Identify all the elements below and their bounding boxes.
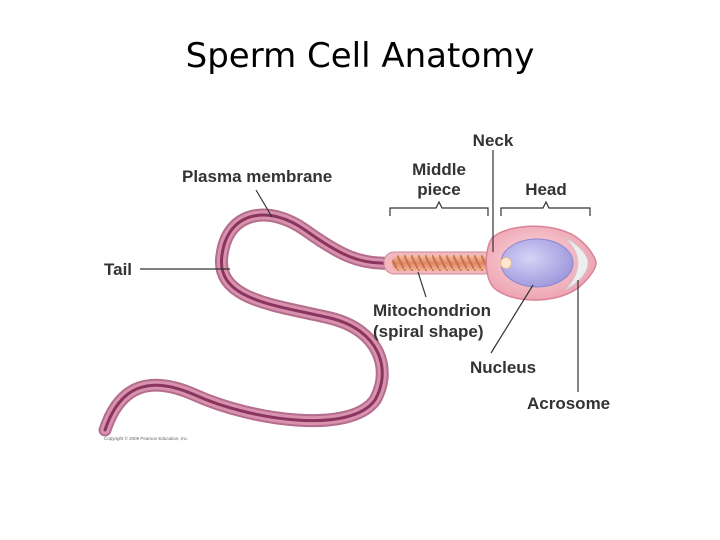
plasma-membrane-leader — [255, 189, 273, 218]
head — [485, 225, 597, 301]
acrosome — [564, 237, 589, 291]
mitochondrion-leader — [417, 271, 427, 298]
label-acrosome: Acrosome — [527, 394, 610, 413]
label-neck: Neck — [473, 131, 514, 150]
label-head: Head — [525, 180, 567, 199]
copyright-text: Copyright © 2009 Pearson Education, Inc. — [104, 435, 188, 441]
middle-piece — [383, 251, 495, 275]
mitochondrion-spiral — [392, 255, 490, 271]
nucleus-leader — [490, 284, 534, 354]
tail-inner — [100, 210, 397, 435]
label-mitochondrion-line1: Mitochondrion — [373, 301, 491, 320]
label-nucleus: Nucleus — [470, 358, 536, 377]
centriole — [500, 257, 512, 269]
tail-axoneme — [103, 213, 394, 432]
tail — [98, 208, 399, 437]
label-middle-piece-line2: piece — [417, 180, 460, 199]
label-tail: Tail — [104, 260, 132, 279]
slide-title: Sperm Cell Anatomy — [185, 36, 535, 76]
head-bracket — [500, 200, 591, 216]
middle-piece-bracket — [389, 200, 489, 216]
label-plasma-membrane: Plasma membrane — [182, 167, 332, 186]
label-mitochondrion-line2: (spiral shape) — [373, 322, 484, 341]
label-middle-piece-line1: Middle — [412, 160, 466, 179]
